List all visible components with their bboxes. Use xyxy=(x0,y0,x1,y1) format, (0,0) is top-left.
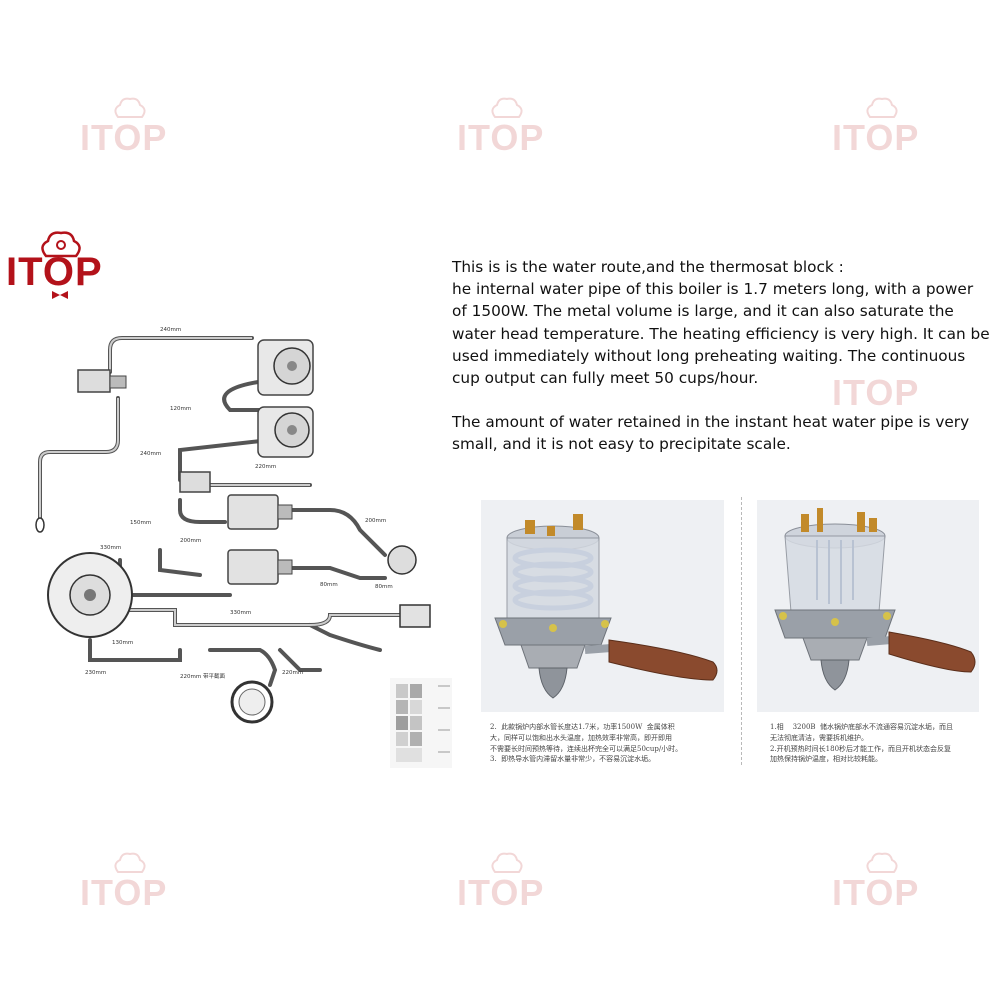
chef-hat-icon xyxy=(491,97,523,118)
left-caption: 2. 此款锅炉内部水管长度达1.7米，功率1500W 金属体积 大，同样可以饱和… xyxy=(490,723,683,764)
storage-boiler-photo xyxy=(757,500,979,712)
pipe xyxy=(178,438,272,482)
chef-hat-icon xyxy=(114,852,146,873)
right-caption: 1.相 3200B 储水锅炉底部水不流通容易沉淀水垢，而且 无法彻底清洁，需要拆… xyxy=(770,723,953,764)
instant-heat-boiler-illustration xyxy=(481,500,724,712)
pipe xyxy=(288,566,387,580)
chef-hat-icon xyxy=(491,852,523,873)
pressure-gauge xyxy=(230,680,274,724)
watermark-text: ITOP xyxy=(832,872,920,913)
length-label: 130mm xyxy=(112,640,133,646)
panel-divider xyxy=(741,497,742,765)
length-label: 230mm xyxy=(85,670,106,676)
pipe xyxy=(278,648,322,672)
watermark-logo: ITOP xyxy=(832,95,932,165)
vibration-pump xyxy=(227,494,293,530)
watermark-text: ITOP xyxy=(457,872,545,913)
solenoid-valve xyxy=(179,471,211,493)
watermark-text: ITOP xyxy=(832,372,920,413)
watermark-text: ITOP xyxy=(80,117,168,158)
watermark-text: ITOP xyxy=(80,872,168,913)
pipe xyxy=(128,608,412,627)
bow-tie-icon xyxy=(52,291,68,299)
length-label: 150mm xyxy=(130,520,151,526)
length-label: 200mm xyxy=(365,518,386,524)
watermark-text: ITOP xyxy=(457,117,545,158)
description-paragraph-2: The amount of water retained in the inst… xyxy=(452,413,970,454)
chef-hat-icon xyxy=(866,97,898,118)
water-filter xyxy=(399,604,431,628)
length-label: 220mm 带平截面 xyxy=(180,672,225,680)
length-label: 240mm xyxy=(160,327,181,333)
peristaltic-pump-top xyxy=(257,339,314,396)
watermark-logo: ITOP xyxy=(457,850,557,920)
water-route-diagram: 240mm 120mm 240mm 220mm 150mm 200mm 330m… xyxy=(35,327,431,724)
pipe xyxy=(308,623,382,652)
pipe xyxy=(290,508,387,557)
length-label: 220mm xyxy=(282,670,303,676)
brand-logo-text: ITOP xyxy=(6,250,103,294)
blurred-swatch xyxy=(390,678,452,768)
description-line-1: This is is the water route,and the therm… xyxy=(452,258,844,276)
temperature-probe xyxy=(35,517,45,533)
watermark-logo: ITOP xyxy=(832,350,932,420)
flow-meter xyxy=(387,545,417,575)
instant-heat-boiler-photo xyxy=(481,500,724,712)
length-label: 330mm xyxy=(230,610,251,616)
vibration-pump xyxy=(227,549,293,585)
pipe-highlights xyxy=(39,337,410,626)
length-label: 120mm xyxy=(170,406,191,412)
chef-hat-icon xyxy=(866,852,898,873)
watermark-text: ITOP xyxy=(832,117,920,158)
pipe xyxy=(108,336,254,374)
watermark-logo: ITOP xyxy=(80,850,180,920)
thermo-block xyxy=(47,552,133,638)
watermark-logo: ITOP xyxy=(80,95,180,165)
length-label: 80mm xyxy=(375,584,393,590)
length-label: 220mm xyxy=(255,464,276,470)
length-label: 330mm xyxy=(100,545,121,551)
description-paragraph-1: he internal water pipe of this boiler is… xyxy=(452,280,990,388)
watermark-logo: ITOP xyxy=(457,95,557,165)
watermark-logo: ITOP xyxy=(832,850,932,920)
pipe xyxy=(158,548,202,577)
length-label: 200mm xyxy=(180,538,201,544)
length-label: 80mm xyxy=(320,582,338,588)
pipe xyxy=(222,380,272,412)
pipe xyxy=(118,558,232,597)
chef-hat-icon xyxy=(41,231,81,258)
pipe xyxy=(208,648,278,687)
length-label: 240mm xyxy=(140,451,161,457)
pipe xyxy=(88,638,182,662)
brand-logo: ITOP xyxy=(6,228,116,308)
chef-hat-icon xyxy=(114,97,146,118)
storage-boiler-illustration xyxy=(757,500,979,712)
solenoid-valve xyxy=(77,369,127,393)
description-text: This is is the water route,and the therm… xyxy=(452,256,992,456)
pipe xyxy=(38,396,120,522)
pipe xyxy=(178,498,227,524)
peristaltic-pump-bottom xyxy=(257,406,314,458)
